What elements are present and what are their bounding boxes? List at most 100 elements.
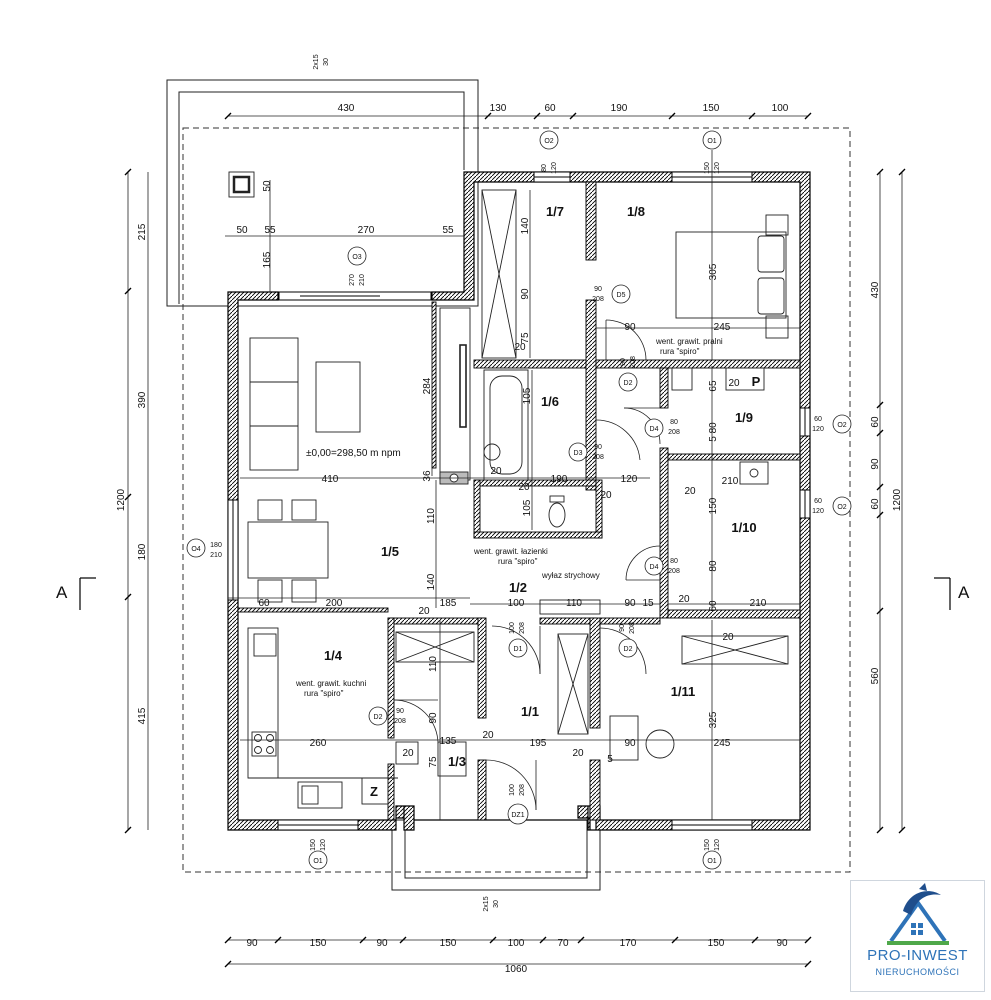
dim-h100: 100 xyxy=(508,598,525,609)
section-mark-left: A xyxy=(56,583,68,602)
dim-h90a: 90 xyxy=(624,322,636,333)
label-d4-b: D4 xyxy=(650,564,659,571)
dim-bottom-90c: 90 xyxy=(776,938,788,949)
label-o1-bottom-b: O1 xyxy=(707,858,716,865)
label-d2-a: D2 xyxy=(624,646,633,653)
label-o2-top: O2 xyxy=(544,138,553,145)
dim-h410: 410 xyxy=(322,474,339,485)
company-logo: PRO-INWEST NIERUCHOMOŚCI xyxy=(850,880,985,992)
dim-h90c: 90 xyxy=(624,738,636,749)
dim-left-215: 215 xyxy=(137,223,148,240)
dim-h20c: 20 xyxy=(684,486,696,497)
dim-right-560: 560 xyxy=(870,667,881,684)
label-d4-a: D4 xyxy=(650,426,659,433)
dim-right-430: 430 xyxy=(870,281,881,298)
step-bottom-d: 30 xyxy=(493,900,500,908)
dim-h15: 15 xyxy=(642,598,654,609)
label-d2-b: D2 xyxy=(374,714,383,721)
d2c-h: 208 xyxy=(630,356,637,368)
step-top: 2x15 xyxy=(313,54,320,69)
dim-right-60b: 60 xyxy=(870,498,881,510)
note-lazienki-2: rura "spiro" xyxy=(498,557,538,566)
note-kuchni-2: rura "spiro" xyxy=(304,689,344,698)
roof-outline xyxy=(182,127,851,873)
dim-v60a: 60 xyxy=(708,600,719,612)
d2c-w: 90 xyxy=(620,358,627,366)
room-label-z: Z xyxy=(370,784,378,799)
o2-top-h: 120 xyxy=(551,162,558,174)
o4-v: 180 xyxy=(210,542,222,549)
room-label-1-3: 1/3 xyxy=(448,754,466,769)
dim-bottom-90b: 90 xyxy=(376,938,388,949)
dim-v105b: 105 xyxy=(522,499,533,516)
section-markers xyxy=(79,577,951,610)
o2-top-v: 80 xyxy=(541,164,548,172)
dim-v140b: 140 xyxy=(426,573,437,590)
dim-h20g: 20 xyxy=(482,730,494,741)
dim-h245a: 245 xyxy=(714,322,731,333)
dim-h210b: 210 xyxy=(750,598,767,609)
dim-right-90: 90 xyxy=(870,458,881,470)
d1-w: 100 xyxy=(509,622,516,634)
label-o2-right-a: O2 xyxy=(837,422,846,429)
d2b-h: 208 xyxy=(394,718,406,725)
furniture xyxy=(228,171,789,809)
section-mark-right: A xyxy=(958,583,970,602)
dim-h120: 120 xyxy=(621,474,638,485)
room-label-1-6: 1/6 xyxy=(541,394,559,409)
dim-v75b: 75 xyxy=(428,756,439,768)
o1-bb-v: 150 xyxy=(704,839,711,851)
dim-h20i: 20 xyxy=(514,342,526,353)
dimension-ticks xyxy=(124,112,906,968)
entrance-steps xyxy=(391,819,601,891)
d2a-w: 90 xyxy=(619,624,626,632)
o1-top-h: 120 xyxy=(714,162,721,174)
room-labels: 1/1 1/2 1/3 1/4 1/5 1/6 1/7 1/8 1/9 1/10… xyxy=(324,204,761,799)
dim-v90b: 90 xyxy=(428,712,439,724)
dim-top-150: 150 xyxy=(703,103,720,114)
dim-bottom-70: 70 xyxy=(557,938,569,949)
dim-v110b: 110 xyxy=(428,656,439,672)
dim-h260: 260 xyxy=(310,738,327,749)
dz1-w: 100 xyxy=(509,784,516,796)
dz1-h: 208 xyxy=(519,784,526,796)
dimension-lines xyxy=(127,115,903,965)
dim-top-130: 130 xyxy=(490,103,507,114)
dim-bottom-total: 1060 xyxy=(505,964,528,975)
dim-h55b: 55 xyxy=(442,225,454,236)
dim-h200: 200 xyxy=(326,598,343,609)
label-d2-c: D2 xyxy=(624,380,633,387)
dim-h20b: 20 xyxy=(600,490,612,501)
dim-top-100: 100 xyxy=(772,103,789,114)
o3-v: 270 xyxy=(349,274,356,286)
dim-v36: 36 xyxy=(422,470,433,482)
label-o3: O3 xyxy=(352,254,361,261)
o1-ba-h: 120 xyxy=(320,839,327,851)
logo-name: PRO-INWEST xyxy=(867,947,968,964)
dim-h20f: 20 xyxy=(402,748,414,759)
dim-h60: 60 xyxy=(258,598,270,609)
d3-h: 208 xyxy=(592,454,604,461)
dim-bottom-100: 100 xyxy=(508,938,525,949)
dim-h185: 185 xyxy=(440,598,457,609)
dim-v50: 50 xyxy=(262,180,273,192)
note-wylaz: wyłaz strychowy xyxy=(541,571,600,580)
dim-h20e: 20 xyxy=(678,594,690,605)
logo-subtitle: NIERUCHOMOŚCI xyxy=(875,967,960,977)
dim-v305: 305 xyxy=(708,263,719,280)
dim-bottom-150c: 150 xyxy=(708,938,725,949)
d5-h: 208 xyxy=(592,296,604,303)
note-pralni-1: went. grawit. pralni xyxy=(655,337,723,346)
dim-h20l: 20 xyxy=(518,482,530,493)
dim-v140: 140 xyxy=(520,217,531,234)
label-o1-top: O1 xyxy=(707,138,716,145)
dim-bottom-170: 170 xyxy=(620,938,637,949)
dim-h245b: 245 xyxy=(714,738,731,749)
inner-walls xyxy=(237,181,801,821)
dim-h20a: 20 xyxy=(490,466,502,477)
o2-ra-h: 120 xyxy=(812,426,824,433)
dim-bottom-90a: 90 xyxy=(246,938,258,949)
label-o4: O4 xyxy=(191,546,200,553)
o2-rb-v: 60 xyxy=(814,498,822,505)
label-d1: D1 xyxy=(514,646,523,653)
